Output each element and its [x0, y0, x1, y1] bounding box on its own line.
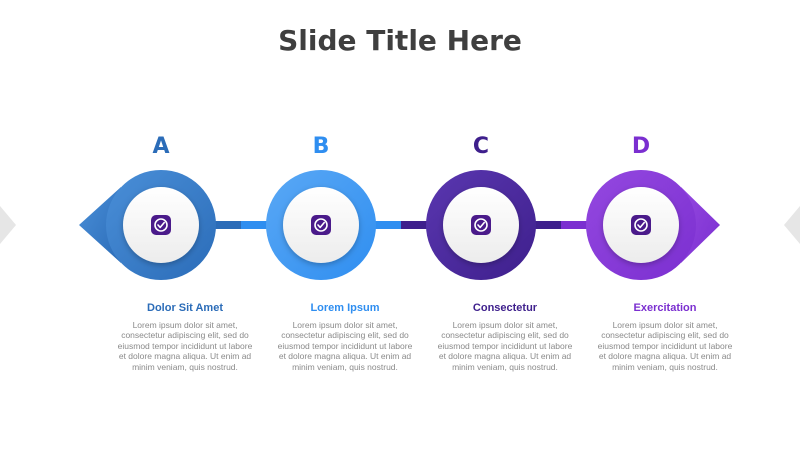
connector-segment: [212, 221, 241, 229]
step-description: Lorem ipsum dolor sit amet, consectetur …: [117, 320, 253, 372]
arrow-left-icon[interactable]: [0, 206, 16, 244]
check-icon: [471, 215, 491, 235]
step-description: Lorem ipsum dolor sit amet, consectetur …: [597, 320, 733, 372]
step-letter: A: [152, 134, 170, 159]
step-node-c[interactable]: [426, 170, 536, 280]
step-description: Lorem ipsum dolor sit amet, consectetur …: [277, 320, 413, 372]
check-icon: [311, 215, 331, 235]
step-description: Lorem ipsum dolor sit amet, consectetur …: [437, 320, 573, 372]
step-letter: D: [631, 134, 651, 159]
step-node-d[interactable]: [586, 170, 720, 280]
arrow-right-icon[interactable]: [784, 206, 800, 244]
check-icon: [151, 215, 171, 235]
step-title: Consectetur: [472, 302, 538, 314]
step-title: Exercitation: [633, 302, 697, 314]
check-icon: [631, 215, 651, 235]
step-title: Dolor Sit Amet: [147, 302, 223, 314]
step-letter: B: [312, 134, 330, 159]
step-node-a[interactable]: [79, 170, 216, 280]
connector-segment: [372, 221, 401, 229]
connector-segment: [532, 221, 561, 229]
connector-segment: [241, 221, 270, 229]
step-node-b[interactable]: [266, 170, 376, 280]
connector-segment: [401, 221, 430, 229]
connector-segment: [561, 221, 590, 229]
step-letter: C: [472, 134, 490, 159]
step-title: Lorem Ipsum: [310, 302, 380, 314]
slide-title: Slide Title Here: [278, 24, 522, 57]
